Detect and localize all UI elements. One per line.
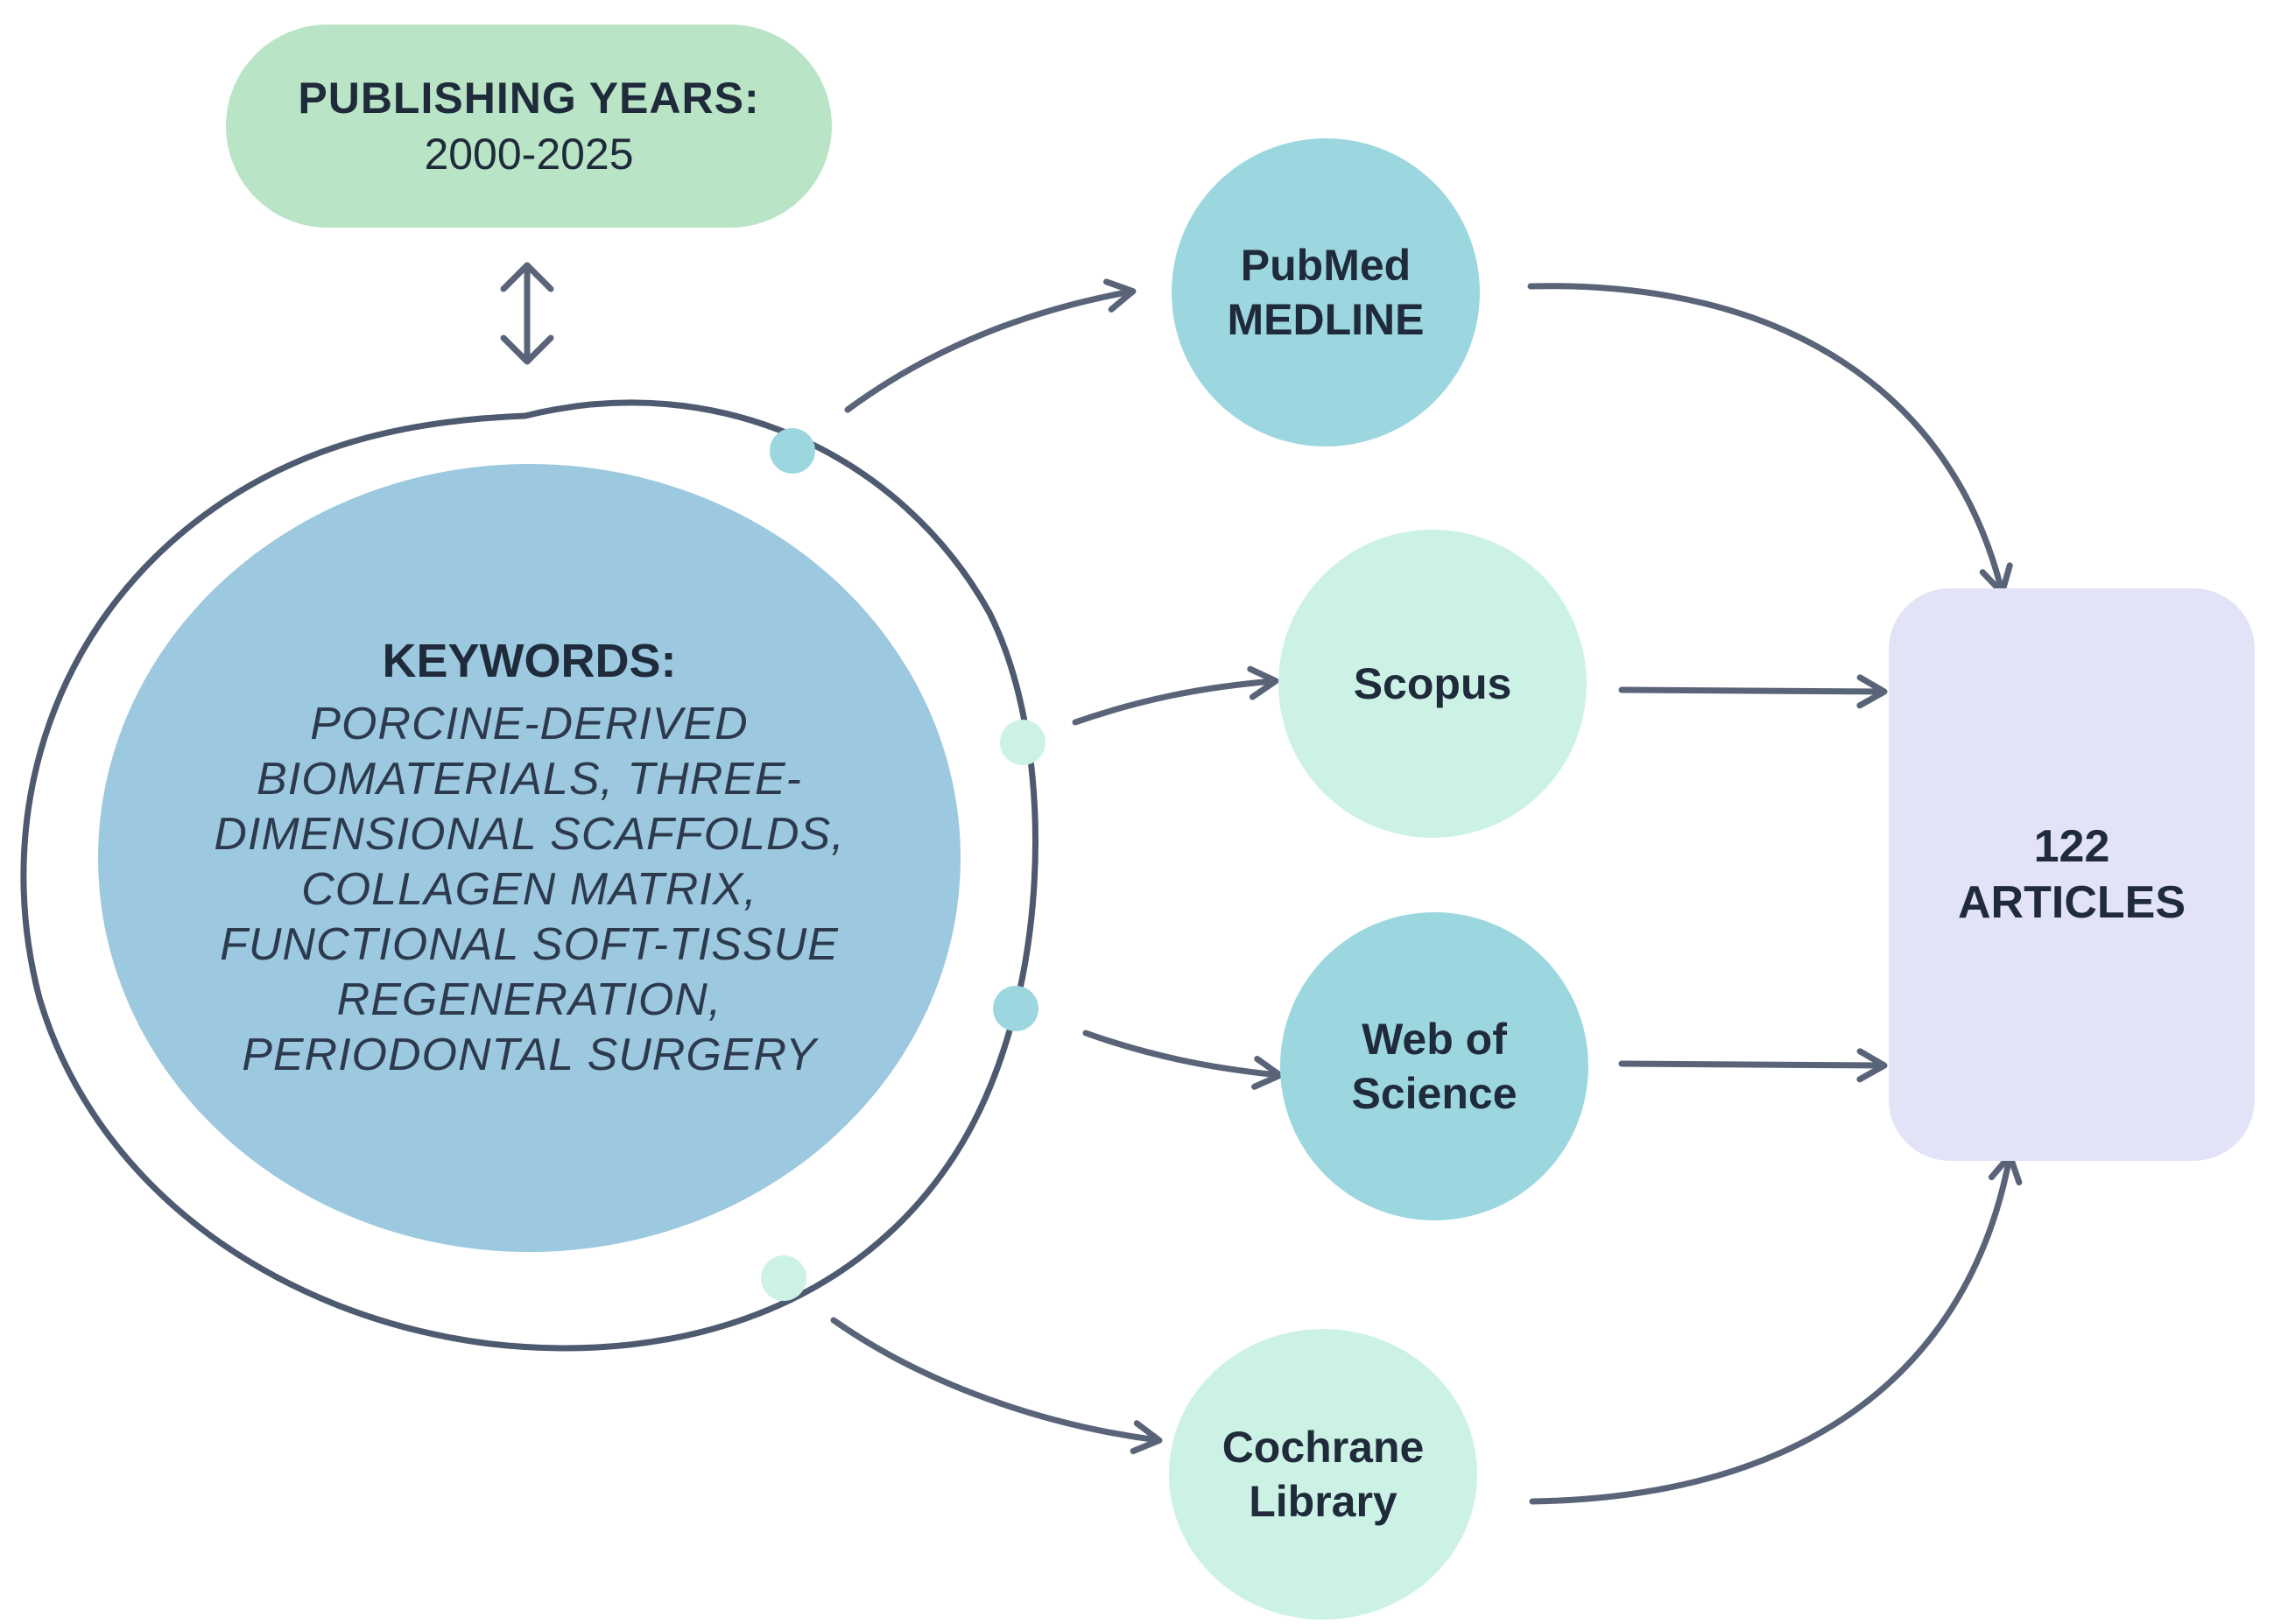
- result-label: ARTICLES: [1958, 877, 2186, 928]
- database-pubmed-line1: PubMed: [1240, 241, 1412, 290]
- connector-dot-wos: [993, 986, 1038, 1031]
- database-web-of-science: Web of Science: [1280, 912, 1588, 1220]
- arrow-to-scopus: [1072, 665, 1279, 726]
- keywords-circle: KEYWORDS: PORCINE-DERIVED BIOMATERIALS, …: [98, 464, 961, 1252]
- arrow-scopus-to-result: [1618, 674, 1888, 709]
- arrow-wos-to-result: [1618, 1048, 1888, 1083]
- publishing-years-box: PUBLISHING YEARS: 2000-2025: [226, 25, 832, 228]
- result-articles-box: 122 ARTICLES: [1889, 588, 2255, 1161]
- arrow-to-pubmed: [844, 278, 1137, 413]
- database-cochrane-line2: Library: [1249, 1477, 1397, 1526]
- database-wos-line1: Web of: [1362, 1015, 1507, 1064]
- arrow-to-wos: [1082, 1030, 1284, 1090]
- publishing-years-range: 2000-2025: [424, 130, 634, 179]
- database-wos-line2: Science: [1351, 1069, 1517, 1118]
- database-scopus-line1: Scopus: [1353, 659, 1512, 708]
- arrow-to-cochrane: [830, 1317, 1163, 1454]
- publishing-years-label: PUBLISHING YEARS:: [298, 74, 760, 123]
- keywords-terms: PORCINE-DERIVED BIOMATERIALS, THREE-DIME…: [214, 698, 845, 1080]
- arrow-pubmed-to-result: [1527, 283, 2013, 596]
- database-pubmed: PubMed MEDLINE: [1172, 138, 1480, 446]
- database-pubmed-line2: MEDLINE: [1227, 295, 1425, 344]
- keywords-outer-ring: [20, 399, 1038, 1352]
- database-cochrane-line1: Cochrane: [1221, 1423, 1425, 1472]
- database-scopus: Scopus: [1278, 530, 1587, 838]
- keywords-label: KEYWORDS:: [382, 634, 677, 687]
- connector-dot-scopus: [1000, 720, 1045, 765]
- result-count: 122: [2033, 821, 2110, 872]
- database-cochrane: Cochrane Library: [1169, 1329, 1477, 1620]
- arrow-cochrane-to-result: [1529, 1152, 2023, 1505]
- connector-dot-pubmed: [770, 428, 815, 474]
- connector-dot-cochrane: [761, 1255, 806, 1301]
